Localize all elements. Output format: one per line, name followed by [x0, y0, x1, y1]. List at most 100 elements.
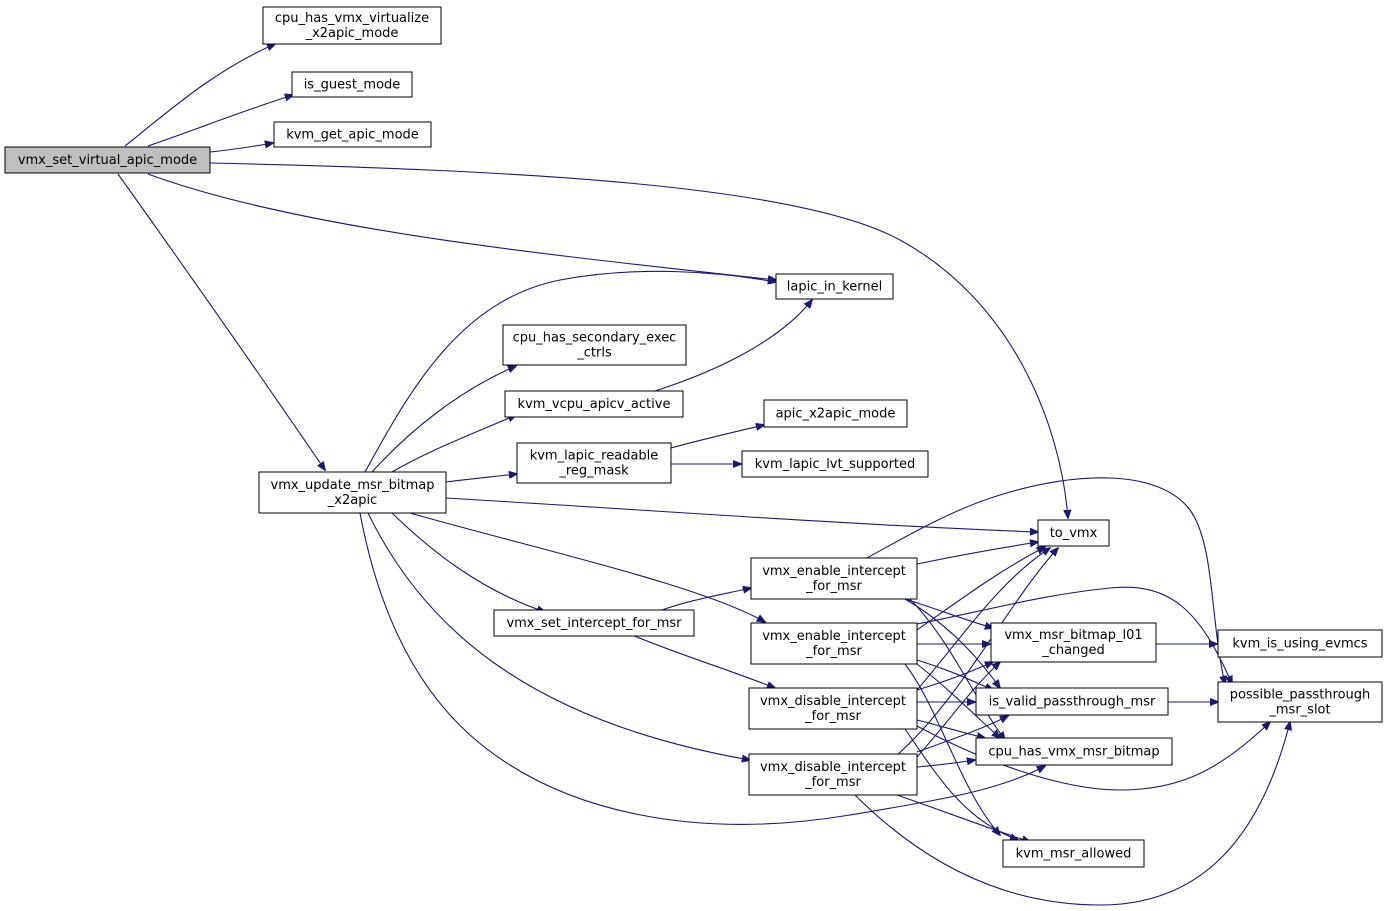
node-box: [1037, 519, 1110, 547]
node-kvm-lapic-readable-reg-mask[interactable]: kvm_lapic_readable_reg_mask: [516, 442, 672, 484]
node-label: _ctrls: [576, 346, 612, 361]
node-label: kvm_vcpu_apicv_active: [518, 397, 671, 412]
edge-disable-1-to-to-vmx: [916, 548, 1050, 691]
node-label: cpu_has_vmx_msr_bitmap: [988, 745, 1159, 760]
node-vmx-set-virtual-apic-mode[interactable]: vmx_set_virtual_apic_mode: [4, 146, 211, 174]
node-label: _for_msr: [804, 775, 861, 790]
node-label: possible_passthrough: [1230, 688, 1371, 703]
node-box: [763, 399, 908, 428]
call-edges: [117, 44, 1290, 906]
node-box: [975, 737, 1173, 766]
node-box: [504, 390, 684, 418]
node-cpu-has-vmx-msr-bitmap[interactable]: cpu_has_vmx_msr_bitmap: [975, 737, 1173, 766]
node-label: _for_msr: [804, 709, 861, 724]
node-vmx-set-intercept-for-msr[interactable]: vmx_set_intercept_for_msr: [493, 609, 695, 637]
node-box: [975, 687, 1169, 716]
node-is-valid-passthrough-msr[interactable]: is_valid_passthrough_msr: [975, 687, 1169, 716]
edge-enable-2-to-possible-passthrough-msr-slot: [916, 586, 1232, 684]
edge-enable-2-to-kvm-msr-allowed: [904, 663, 1000, 835]
node-box: [1002, 839, 1145, 868]
edge-root-to-kvm-get-apic-mode: [209, 143, 273, 153]
node-label: vmx_enable_intercept: [762, 629, 906, 644]
edge-enable-1-to-cpu-has-vmx-msr-bitmap: [909, 598, 1005, 740]
edge-update-to-kvm-vcpu-apicv-active: [391, 415, 516, 473]
node-label: to_vmx: [1050, 526, 1098, 541]
node-box: [502, 324, 687, 366]
node-label: _for_msr: [805, 644, 862, 659]
node-cpu-has-vmx-virtualize-x2apic-mode[interactable]: cpu_has_vmx_virtualize_x2apic_mode: [262, 6, 442, 45]
node-box: [291, 71, 413, 98]
edge-disable-2-to-is-valid-passthrough-msr: [916, 716, 1008, 753]
node-vmx-disable-intercept-for-msr-2[interactable]: vmx_disable_intercept_for_msr: [748, 753, 918, 796]
edge-root-to-lapic-in-kernel: [147, 173, 776, 280]
edge-update-to-cpu-has-vmx-msr-bitmap: [359, 512, 1045, 825]
node-apic-x2apic-mode[interactable]: apic_x2apic_mode: [763, 399, 908, 428]
node-box: [990, 622, 1157, 663]
node-label: vmx_disable_intercept: [760, 760, 906, 775]
node-label: vmx_set_virtual_apic_mode: [18, 153, 197, 168]
edge-update-to-vmx-enable-intercept-for-msr-2: [409, 512, 765, 622]
node-possible-passthrough-msr-slot[interactable]: possible_passthrough_msr_slot: [1217, 681, 1383, 723]
edge-enable-1-to-to-vmx: [916, 542, 1038, 565]
edge-update-to-kvm-lapic-readable-reg-mask: [445, 474, 517, 483]
node-box: [741, 450, 929, 478]
node-label: kvm_msr_allowed: [1016, 847, 1132, 862]
function-nodes: vmx_set_virtual_apic_mode cpu_has_vmx_vir…: [4, 6, 1383, 868]
node-vmx-disable-intercept-for-msr-1[interactable]: vmx_disable_intercept_for_msr: [748, 687, 918, 730]
node-cpu-has-secondary-exec-ctrls[interactable]: cpu_has_secondary_exec_ctrls: [502, 324, 687, 366]
node-box: [750, 622, 918, 665]
node-label: cpu_has_vmx_virtualize: [275, 11, 429, 26]
node-kvm-get-apic-mode[interactable]: kvm_get_apic_mode: [273, 121, 432, 148]
node-kvm-msr-allowed[interactable]: kvm_msr_allowed: [1002, 839, 1145, 868]
node-label: vmx_msr_bitmap_l01: [1004, 628, 1142, 643]
node-label: kvm_get_apic_mode: [286, 128, 419, 143]
edge-update-to-cpu-has-secondary-exec-ctrls: [371, 366, 516, 473]
node-vmx-update-msr-bitmap-x2apic[interactable]: vmx_update_msr_bitmap_x2apic: [258, 471, 447, 514]
node-kvm-lapic-lvt-supported[interactable]: kvm_lapic_lvt_supported: [741, 450, 929, 478]
node-box: [750, 557, 918, 600]
node-vmx-enable-intercept-for-msr-2[interactable]: vmx_enable_intercept_for_msr: [750, 622, 918, 665]
edge-enable-2-to-is-valid-passthrough-msr: [916, 659, 993, 690]
edge-set-intercept-to-disable-intercept-1: [631, 634, 775, 688]
edge-disable-1-to-vmx-msr-bitmap-l01-changed: [916, 662, 993, 691]
node-vmx-msr-bitmap-l01-changed[interactable]: vmx_msr_bitmap_l01_changed: [990, 622, 1157, 663]
edge-root-to-to-vmx: [209, 162, 1068, 518]
node-label: kvm_lapic_readable: [530, 449, 659, 464]
edge-enable-1-to-vmx-msr-bitmap-l01-changed: [904, 598, 993, 628]
node-label: is_guest_mode: [304, 78, 401, 93]
node-box: [775, 273, 894, 300]
node-label: vmx_enable_intercept: [762, 564, 906, 579]
node-box: [1217, 681, 1383, 723]
edge-update-to-vmx-set-intercept-for-msr: [391, 512, 545, 612]
node-label: is_valid_passthrough_msr: [989, 695, 1156, 710]
edge-update-to-to-vmx: [445, 497, 1038, 532]
edge-root-to-vmx-update-msr-bitmap-x2apic: [117, 173, 325, 470]
node-lapic-in-kernel[interactable]: lapic_in_kernel: [775, 273, 894, 300]
node-to-vmx[interactable]: to_vmx: [1037, 519, 1110, 547]
edge-disable-2-to-vmx-msr-bitmap-l01-changed: [916, 662, 1000, 758]
node-kvm-is-using-evmcs[interactable]: kvm_is_using_evmcs: [1217, 629, 1383, 658]
node-kvm-vcpu-apicv-active[interactable]: kvm_vcpu_apicv_active: [504, 390, 684, 418]
node-box: [516, 442, 672, 484]
node-vmx-enable-intercept-for-msr-1[interactable]: vmx_enable_intercept_for_msr: [750, 557, 918, 600]
node-label: _x2apic_mode: [305, 26, 399, 41]
node-label: _x2apic: [327, 493, 377, 508]
node-box: [748, 753, 918, 796]
edge-set-intercept-to-enable-intercept-1: [661, 588, 751, 611]
node-label: vmx_update_msr_bitmap: [271, 478, 435, 493]
edge-disable-2-to-to-vmx: [896, 548, 1058, 756]
node-box: [262, 6, 442, 45]
edge-kvm-lapic-readable-reg-mask-to-apic-x2apic-mode: [670, 425, 764, 449]
node-box: [273, 121, 432, 148]
node-is-guest-mode[interactable]: is_guest_mode: [291, 71, 413, 98]
node-label: _msr_slot: [1268, 703, 1330, 718]
node-label: lapic_in_kernel: [787, 280, 882, 295]
edge-enable-1-to-possible-passthrough-msr-slot: [864, 477, 1225, 684]
edge-root-to-is-guest-mode: [147, 95, 293, 147]
node-label: vmx_set_intercept_for_msr: [506, 616, 682, 631]
node-label: _reg_mask: [558, 464, 629, 479]
edge-disable-1-to-cpu-has-vmx-msr-bitmap: [916, 719, 985, 738]
node-box: [493, 609, 695, 637]
edge-disable-2-to-cpu-has-vmx-msr-bitmap: [916, 760, 975, 768]
